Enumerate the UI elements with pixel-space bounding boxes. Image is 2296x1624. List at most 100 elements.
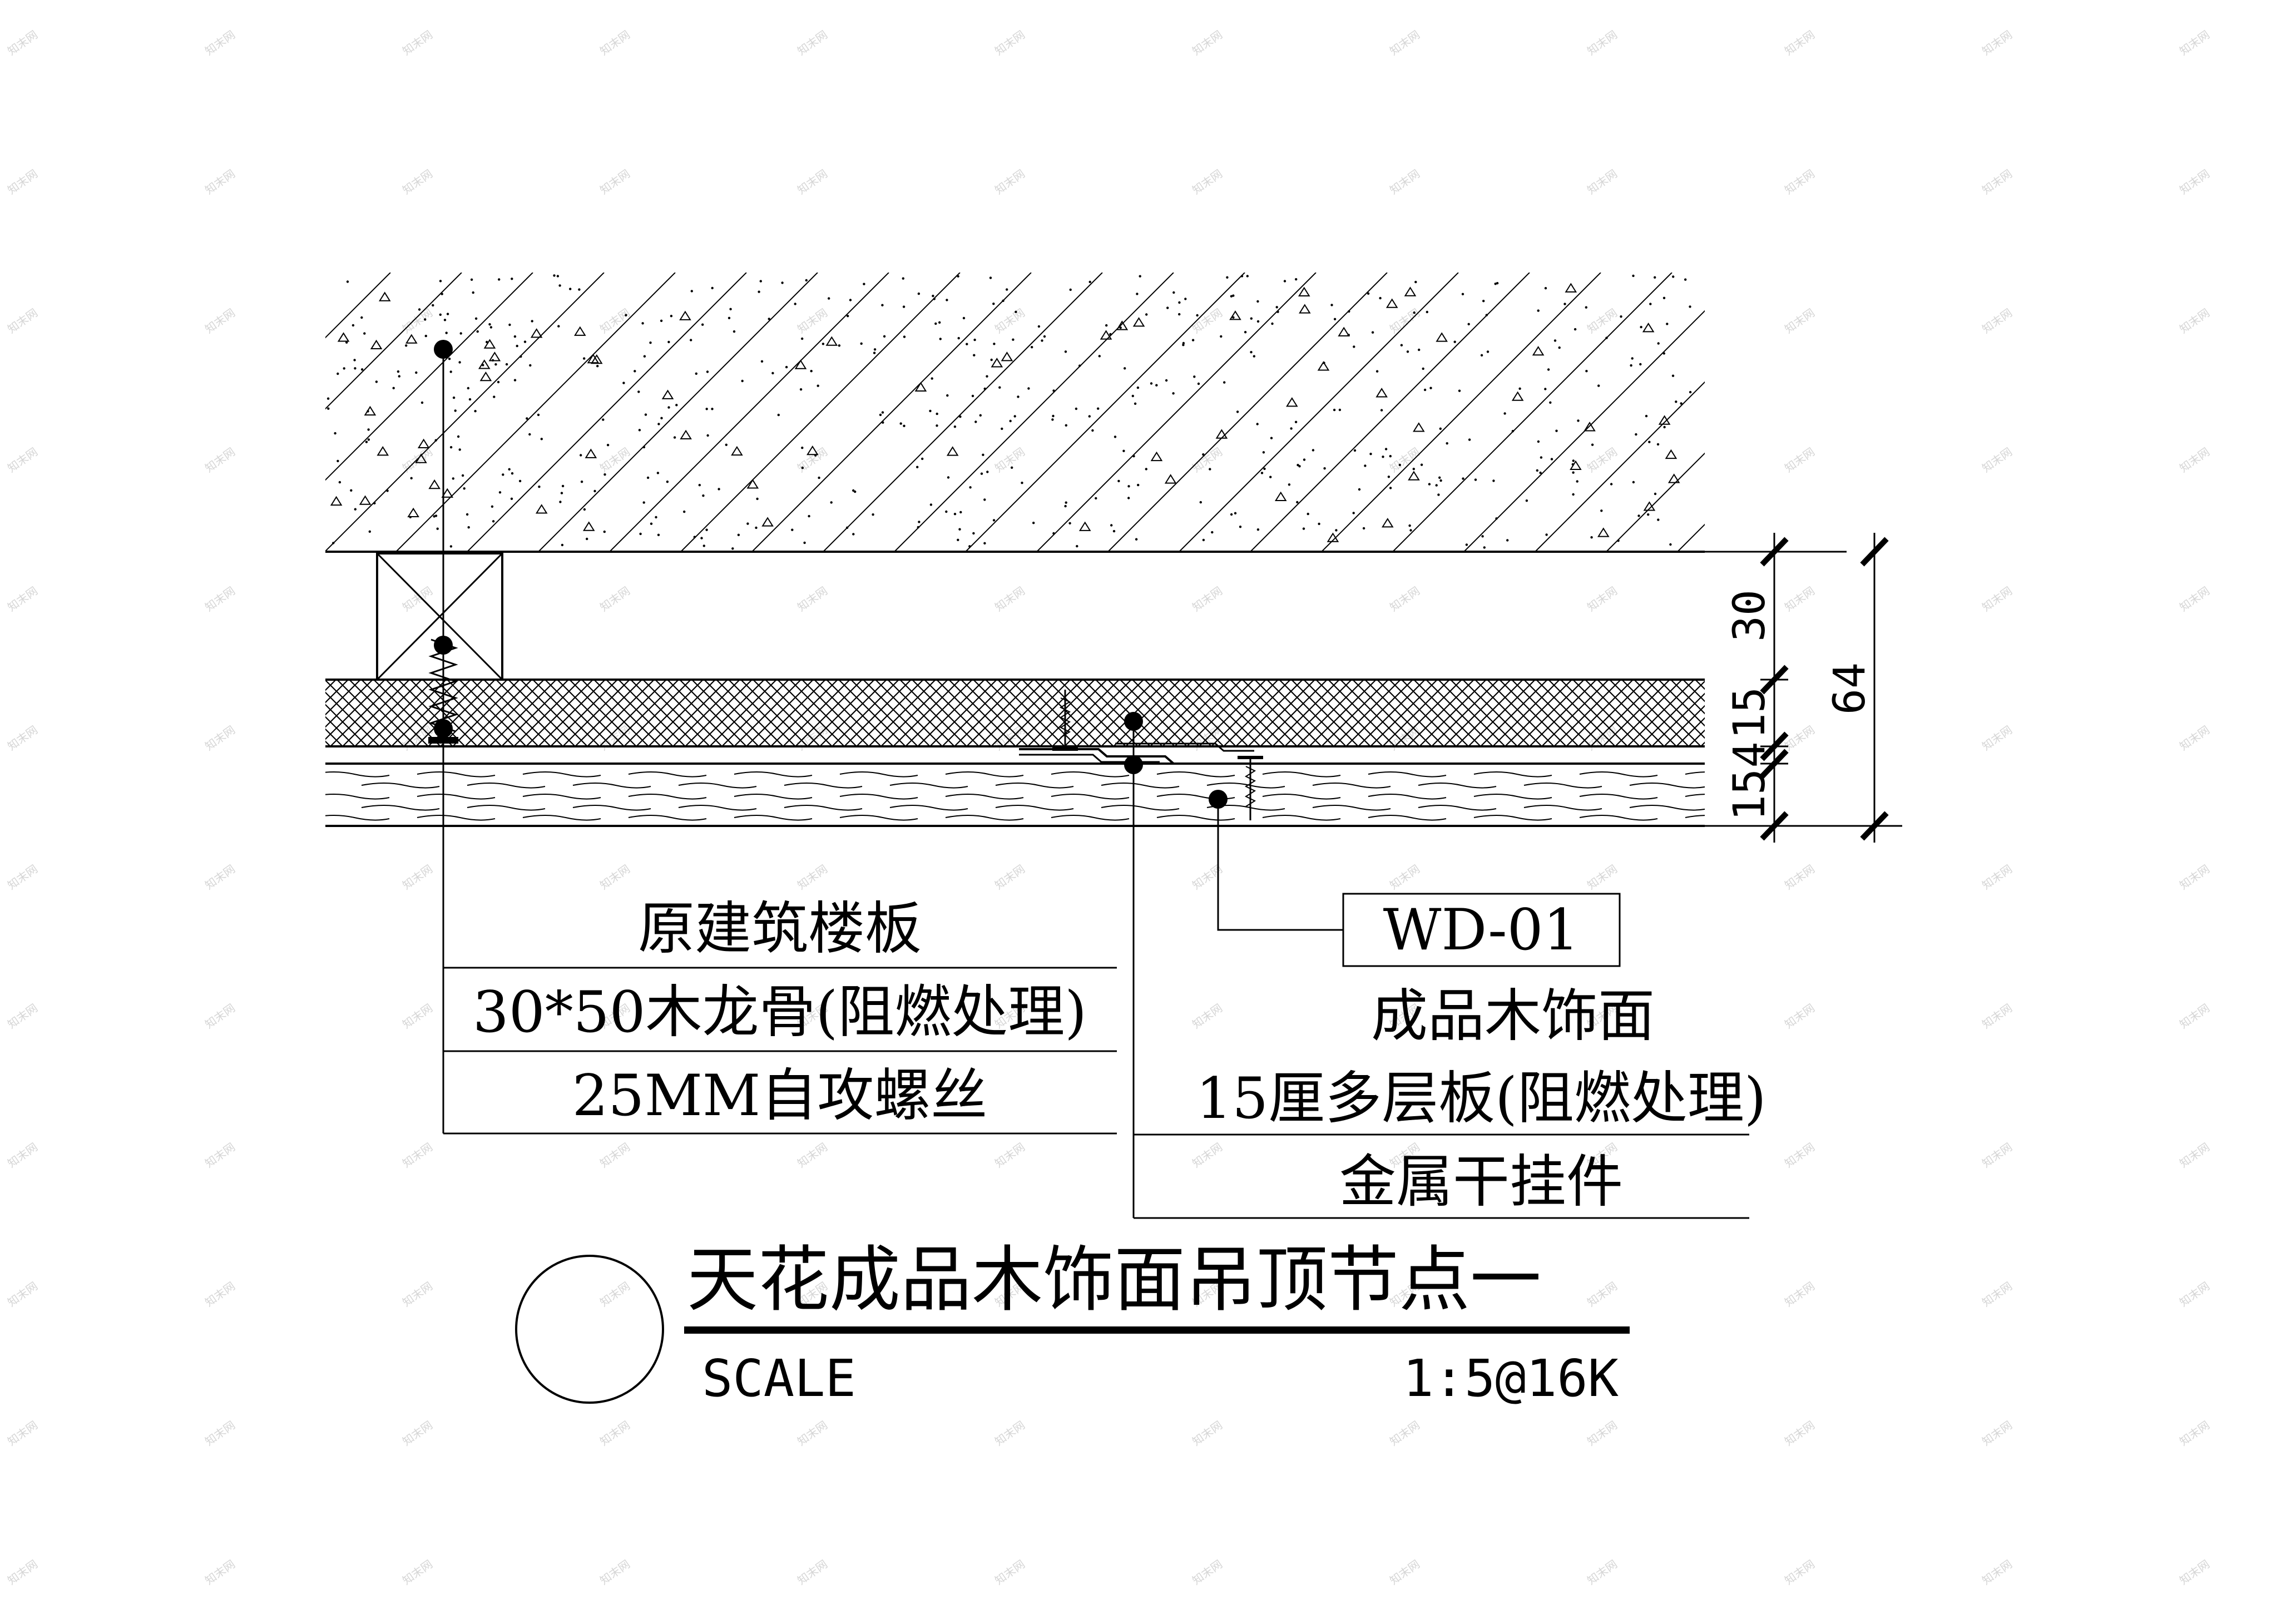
scale-value: 1:5@16K bbox=[1403, 1349, 1619, 1408]
svg-text:知末网: 知末网 bbox=[400, 1140, 435, 1170]
svg-text:知末网: 知末网 bbox=[1782, 445, 1817, 475]
svg-text:知末网: 知末网 bbox=[2177, 306, 2212, 336]
svg-text:知末网: 知末网 bbox=[5, 1557, 40, 1587]
dim-15-lower: 15 bbox=[1725, 769, 1775, 821]
veneer-grain bbox=[325, 771, 1705, 821]
slab-hatch bbox=[325, 273, 1705, 552]
svg-text:知末网: 知末网 bbox=[597, 167, 632, 197]
svg-text:知末网: 知末网 bbox=[795, 1418, 830, 1448]
svg-text:知末网: 知末网 bbox=[1387, 862, 1422, 892]
svg-text:知末网: 知末网 bbox=[1782, 1140, 1817, 1170]
svg-text:知末网: 知末网 bbox=[1585, 306, 1620, 336]
svg-text:知末网: 知末网 bbox=[1387, 28, 1422, 58]
dim-15-upper: 15 bbox=[1725, 687, 1775, 739]
svg-text:知末网: 知末网 bbox=[597, 1418, 632, 1448]
svg-text:知末网: 知末网 bbox=[5, 1279, 40, 1309]
drawing-title: 天花成品木饰面吊顶节点一 bbox=[687, 1239, 1541, 1321]
dimension-ticks bbox=[1760, 537, 1889, 841]
dim-30: 30 bbox=[1725, 590, 1775, 642]
svg-text:知末网: 知末网 bbox=[597, 1279, 632, 1309]
svg-text:知末网: 知末网 bbox=[1585, 862, 1620, 892]
svg-text:知末网: 知末网 bbox=[1585, 28, 1620, 58]
concrete-slab bbox=[325, 273, 1705, 553]
svg-text:知末网: 知末网 bbox=[992, 28, 1027, 58]
svg-text:知末网: 知末网 bbox=[597, 28, 632, 58]
svg-text:知末网: 知末网 bbox=[1585, 167, 1620, 197]
svg-text:知末网: 知末网 bbox=[1980, 445, 2015, 475]
svg-text:知末网: 知末网 bbox=[1190, 28, 1225, 58]
label-metal-hanger: 金属干挂件 bbox=[1339, 1149, 1623, 1215]
svg-text:知末网: 知末网 bbox=[1980, 723, 2015, 753]
svg-text:知末网: 知末网 bbox=[5, 723, 40, 753]
svg-text:知末网: 知末网 bbox=[1387, 167, 1422, 197]
svg-text:知末网: 知末网 bbox=[400, 1418, 435, 1448]
svg-text:知末网: 知末网 bbox=[992, 445, 1027, 475]
label-plywood: 15厘多层板(阻燃处理) bbox=[1196, 1066, 1766, 1132]
svg-text:知末网: 知末网 bbox=[2177, 445, 2212, 475]
svg-text:知末网: 知末网 bbox=[992, 1140, 1027, 1170]
svg-text:知末网: 知末网 bbox=[1585, 1418, 1620, 1448]
svg-text:知末网: 知末网 bbox=[1585, 584, 1620, 614]
svg-text:知末网: 知末网 bbox=[5, 167, 40, 197]
svg-text:知末网: 知末网 bbox=[202, 28, 237, 58]
svg-text:知末网: 知末网 bbox=[1782, 1279, 1817, 1309]
svg-text:知末网: 知末网 bbox=[400, 306, 435, 336]
svg-text:知末网: 知末网 bbox=[992, 1557, 1027, 1587]
svg-text:知末网: 知末网 bbox=[1190, 1140, 1225, 1170]
svg-text:知末网: 知末网 bbox=[2177, 167, 2212, 197]
svg-text:知末网: 知末网 bbox=[597, 862, 632, 892]
svg-text:知末网: 知末网 bbox=[202, 1557, 237, 1587]
svg-text:知末网: 知末网 bbox=[2177, 28, 2212, 58]
svg-text:知末网: 知末网 bbox=[202, 1418, 237, 1448]
svg-text:知末网: 知末网 bbox=[202, 445, 237, 475]
svg-text:知末网: 知末网 bbox=[1980, 1418, 2015, 1448]
svg-text:知末网: 知末网 bbox=[2177, 1140, 2212, 1170]
title-underline bbox=[684, 1326, 1630, 1334]
label-wood-joist: 30*50木龙骨(阻燃处理) bbox=[473, 979, 1087, 1046]
svg-text:知末网: 知末网 bbox=[1980, 28, 2015, 58]
svg-text:知末网: 知末网 bbox=[992, 167, 1027, 197]
svg-text:知末网: 知末网 bbox=[202, 723, 237, 753]
svg-text:知末网: 知末网 bbox=[5, 445, 40, 475]
svg-text:知末网: 知末网 bbox=[1980, 1001, 2015, 1031]
svg-text:知末网: 知末网 bbox=[400, 1557, 435, 1587]
svg-text:知末网: 知末网 bbox=[2177, 1418, 2212, 1448]
svg-text:知末网: 知末网 bbox=[5, 862, 40, 892]
dim-4: 4 bbox=[1725, 742, 1775, 768]
leader-right bbox=[1124, 712, 1749, 1219]
svg-text:知末网: 知末网 bbox=[5, 306, 40, 336]
svg-text:知末网: 知末网 bbox=[1980, 306, 2015, 336]
svg-text:知末网: 知末网 bbox=[1782, 1001, 1817, 1031]
svg-text:知末网: 知末网 bbox=[2177, 1279, 2212, 1309]
svg-text:知末网: 知末网 bbox=[992, 584, 1027, 614]
svg-text:知末网: 知末网 bbox=[2177, 584, 2212, 614]
svg-text:知末网: 知末网 bbox=[1585, 445, 1620, 475]
svg-text:知末网: 知末网 bbox=[202, 1140, 237, 1170]
svg-text:知末网: 知末网 bbox=[400, 862, 435, 892]
watermark-layer: 知末网知末网知末网知末网知末网知末网知末网知末网知末网知末网知末网知末网知末网知… bbox=[5, 28, 2212, 1587]
svg-text:知末网: 知末网 bbox=[2177, 1557, 2212, 1587]
svg-text:知末网: 知末网 bbox=[2177, 862, 2212, 892]
svg-text:知末网: 知末网 bbox=[1980, 167, 2015, 197]
title-block: 天花成品木饰面吊顶节点一 SCALE 1:5@16K bbox=[515, 1239, 1630, 1408]
dim-64: 64 bbox=[1825, 662, 1875, 715]
svg-text:知末网: 知末网 bbox=[1190, 1557, 1225, 1587]
svg-text:知末网: 知末网 bbox=[400, 28, 435, 58]
svg-text:知末网: 知末网 bbox=[202, 306, 237, 336]
svg-text:知末网: 知末网 bbox=[202, 1279, 237, 1309]
svg-text:知末网: 知末网 bbox=[1387, 584, 1422, 614]
svg-text:知末网: 知末网 bbox=[1980, 1557, 2015, 1587]
tag-wd01: WD-01 bbox=[1383, 897, 1580, 963]
svg-text:知末网: 知末网 bbox=[5, 28, 40, 58]
svg-text:知末网: 知末网 bbox=[1980, 584, 2015, 614]
svg-text:知末网: 知末网 bbox=[400, 1279, 435, 1309]
svg-text:知末网: 知末网 bbox=[1782, 723, 1817, 753]
svg-text:知末网: 知末网 bbox=[1190, 167, 1225, 197]
svg-text:知末网: 知末网 bbox=[1782, 584, 1817, 614]
svg-text:知末网: 知末网 bbox=[795, 1557, 830, 1587]
leader-left bbox=[434, 340, 1117, 1135]
svg-text:知末网: 知末网 bbox=[5, 1418, 40, 1448]
leader-tag bbox=[1209, 790, 1621, 967]
svg-text:知末网: 知末网 bbox=[400, 584, 435, 614]
